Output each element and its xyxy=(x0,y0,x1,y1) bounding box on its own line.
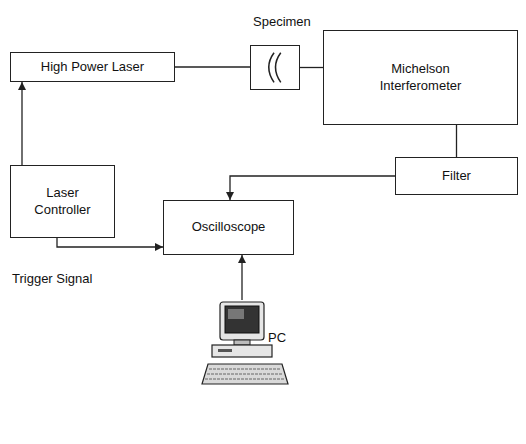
drive-slot xyxy=(218,349,232,352)
connector-line xyxy=(241,255,242,300)
monitor xyxy=(220,302,264,340)
connector-line xyxy=(175,66,250,67)
monitor-stand xyxy=(234,340,250,345)
system-unit xyxy=(212,345,272,357)
interferometer-box: Michelson Interferometer xyxy=(323,30,518,125)
laser-box: High Power Laser xyxy=(10,52,175,82)
oscilloscope-box: Oscilloscope xyxy=(163,200,294,255)
box-label: Oscilloscope xyxy=(192,219,266,236)
computer-label: PC xyxy=(268,330,286,347)
connector-line xyxy=(300,67,323,68)
specimen-curves xyxy=(251,46,299,89)
box-label: Michelson Interferometer xyxy=(371,61,471,95)
box-text-group: Filter xyxy=(442,168,471,185)
box-text-group: Oscilloscope xyxy=(192,219,266,236)
controller-box: Laser Controller xyxy=(10,165,115,238)
specimen-curve xyxy=(275,53,280,83)
filter-box: Filter xyxy=(395,157,518,195)
computer-icon-art xyxy=(200,300,290,395)
screen-glare xyxy=(228,309,244,319)
box-label: Filter xyxy=(442,168,471,185)
box-label: Laser Controller xyxy=(25,185,100,219)
key-row xyxy=(207,374,283,375)
signal-label: Trigger Signal xyxy=(10,271,94,286)
specimen-curve xyxy=(269,53,274,83)
key-row xyxy=(205,379,285,380)
box-text-group: Michelson Interferometer xyxy=(371,61,471,95)
connector-line xyxy=(230,176,395,200)
key-row xyxy=(209,369,281,370)
box-label: High Power Laser xyxy=(41,59,144,76)
connector-line xyxy=(57,238,163,247)
screen xyxy=(225,306,259,333)
specimen-box: Specimen xyxy=(250,45,300,90)
connector-line xyxy=(21,82,22,165)
computer-icon: PC xyxy=(200,300,290,395)
connector-line xyxy=(456,125,457,157)
specimen-label: Specimen xyxy=(253,14,311,31)
box-text-group: Laser Controller xyxy=(25,185,100,219)
keyboard xyxy=(202,364,288,384)
box-text-group: High Power Laser xyxy=(41,59,144,76)
